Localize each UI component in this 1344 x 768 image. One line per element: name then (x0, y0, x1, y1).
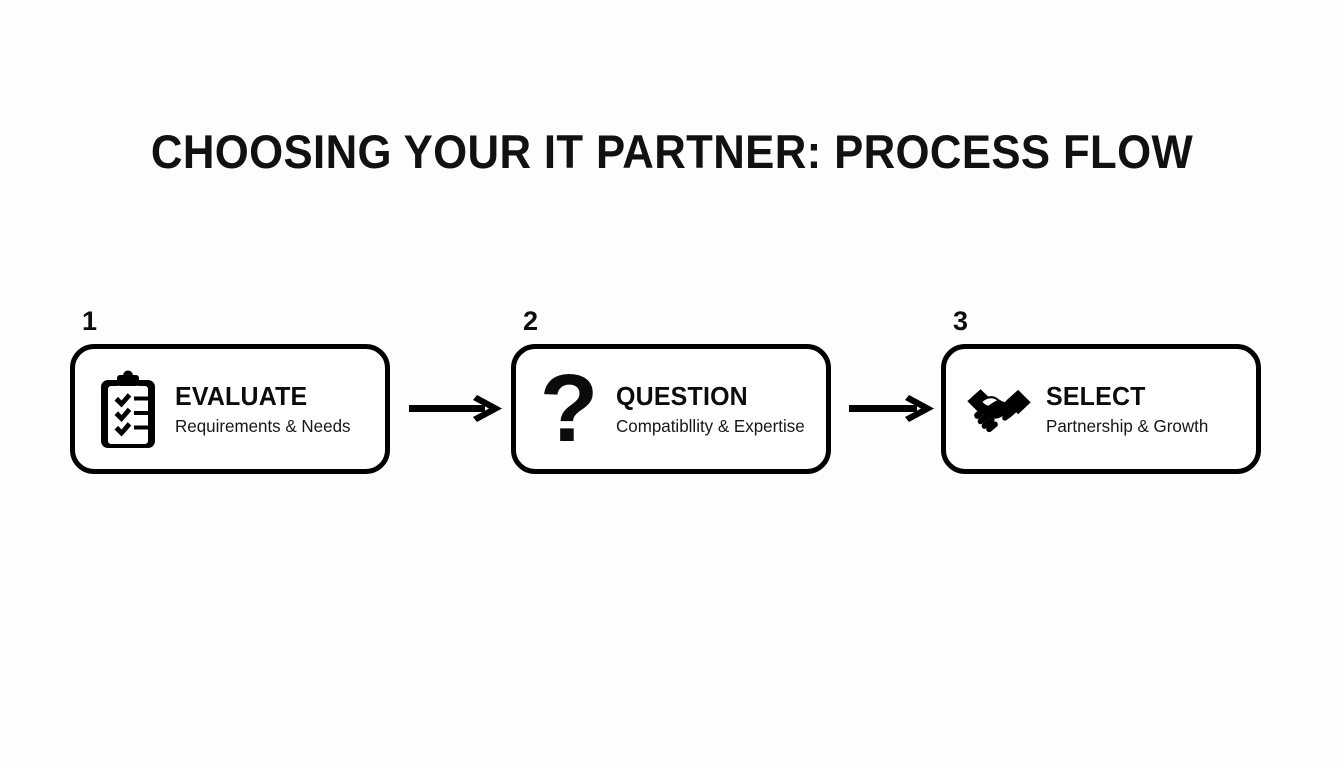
step-card-3[interactable]: SELECT Partnership & Growth (941, 344, 1261, 474)
process-step-1[interactable]: 1 (70, 306, 390, 474)
step-number-1: 1 (82, 306, 98, 336)
step-card-1[interactable]: EVALUATE Requirements & Needs (70, 344, 390, 474)
step-text-2: QUESTION Compatibllity & Expertise (616, 381, 818, 438)
step-number-2: 2 (523, 306, 539, 336)
step-subtitle-1: Requirements & Needs (175, 415, 351, 436)
question-mark-glyph: ? (539, 355, 599, 462)
step-heading-3: SELECT (1046, 380, 1146, 411)
question-mark-icon: ? (536, 355, 602, 462)
step-text-1: EVALUATE Requirements & Needs (175, 381, 377, 438)
step-heading-1: EVALUATE (175, 380, 308, 411)
step-subtitle-3: Partnership & Growth (1046, 415, 1209, 436)
clipboard-checklist-icon (95, 366, 161, 452)
process-flow: 1 (0, 300, 1344, 490)
page-title: CHOOSING YOUR IT PARTNER: PROCESS FLOW (150, 125, 1194, 178)
process-step-3[interactable]: 3 (941, 306, 1261, 474)
handshake-icon (966, 366, 1032, 452)
arrow-right-icon-1 (409, 392, 509, 426)
step-text-3: SELECT Partnership & Growth (1046, 381, 1248, 438)
step-number-3: 3 (953, 306, 969, 336)
process-step-2[interactable]: 2 ? QUESTION Compatibllity & Expertise (511, 306, 831, 474)
step-card-2[interactable]: ? QUESTION Compatibllity & Expertise (511, 344, 831, 474)
arrow-right-icon-2 (849, 392, 939, 426)
step-subtitle-2: Compatibllity & Expertise (616, 415, 805, 436)
step-heading-2: QUESTION (616, 380, 748, 411)
